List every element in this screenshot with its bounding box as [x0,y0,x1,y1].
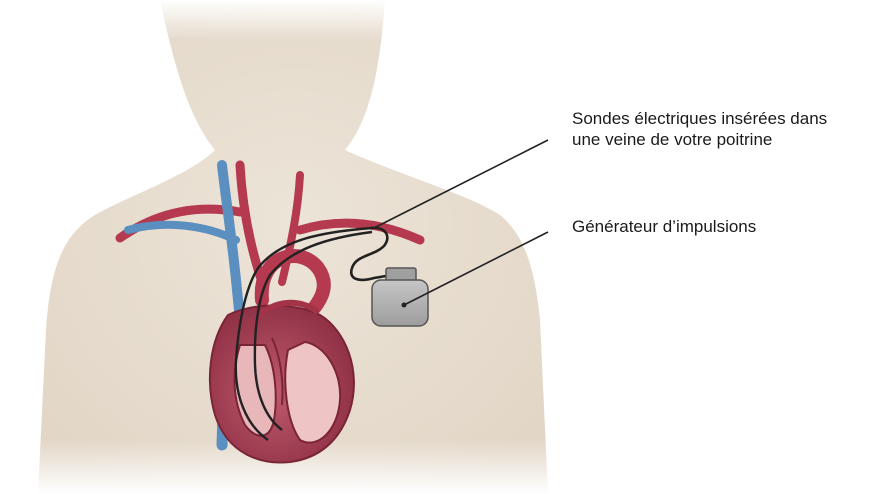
generator-label: Générateur d’impulsions [572,216,756,237]
leads-label-line1: Sondes électriques insérées dans [572,108,827,129]
heart-cross-section-icon [210,303,354,463]
generator-label-text: Générateur d’impulsions [572,216,756,237]
leads-label: Sondes électriques insérées dans une vei… [572,108,827,150]
leads-label-line2: une veine de votre poitrine [572,129,827,150]
